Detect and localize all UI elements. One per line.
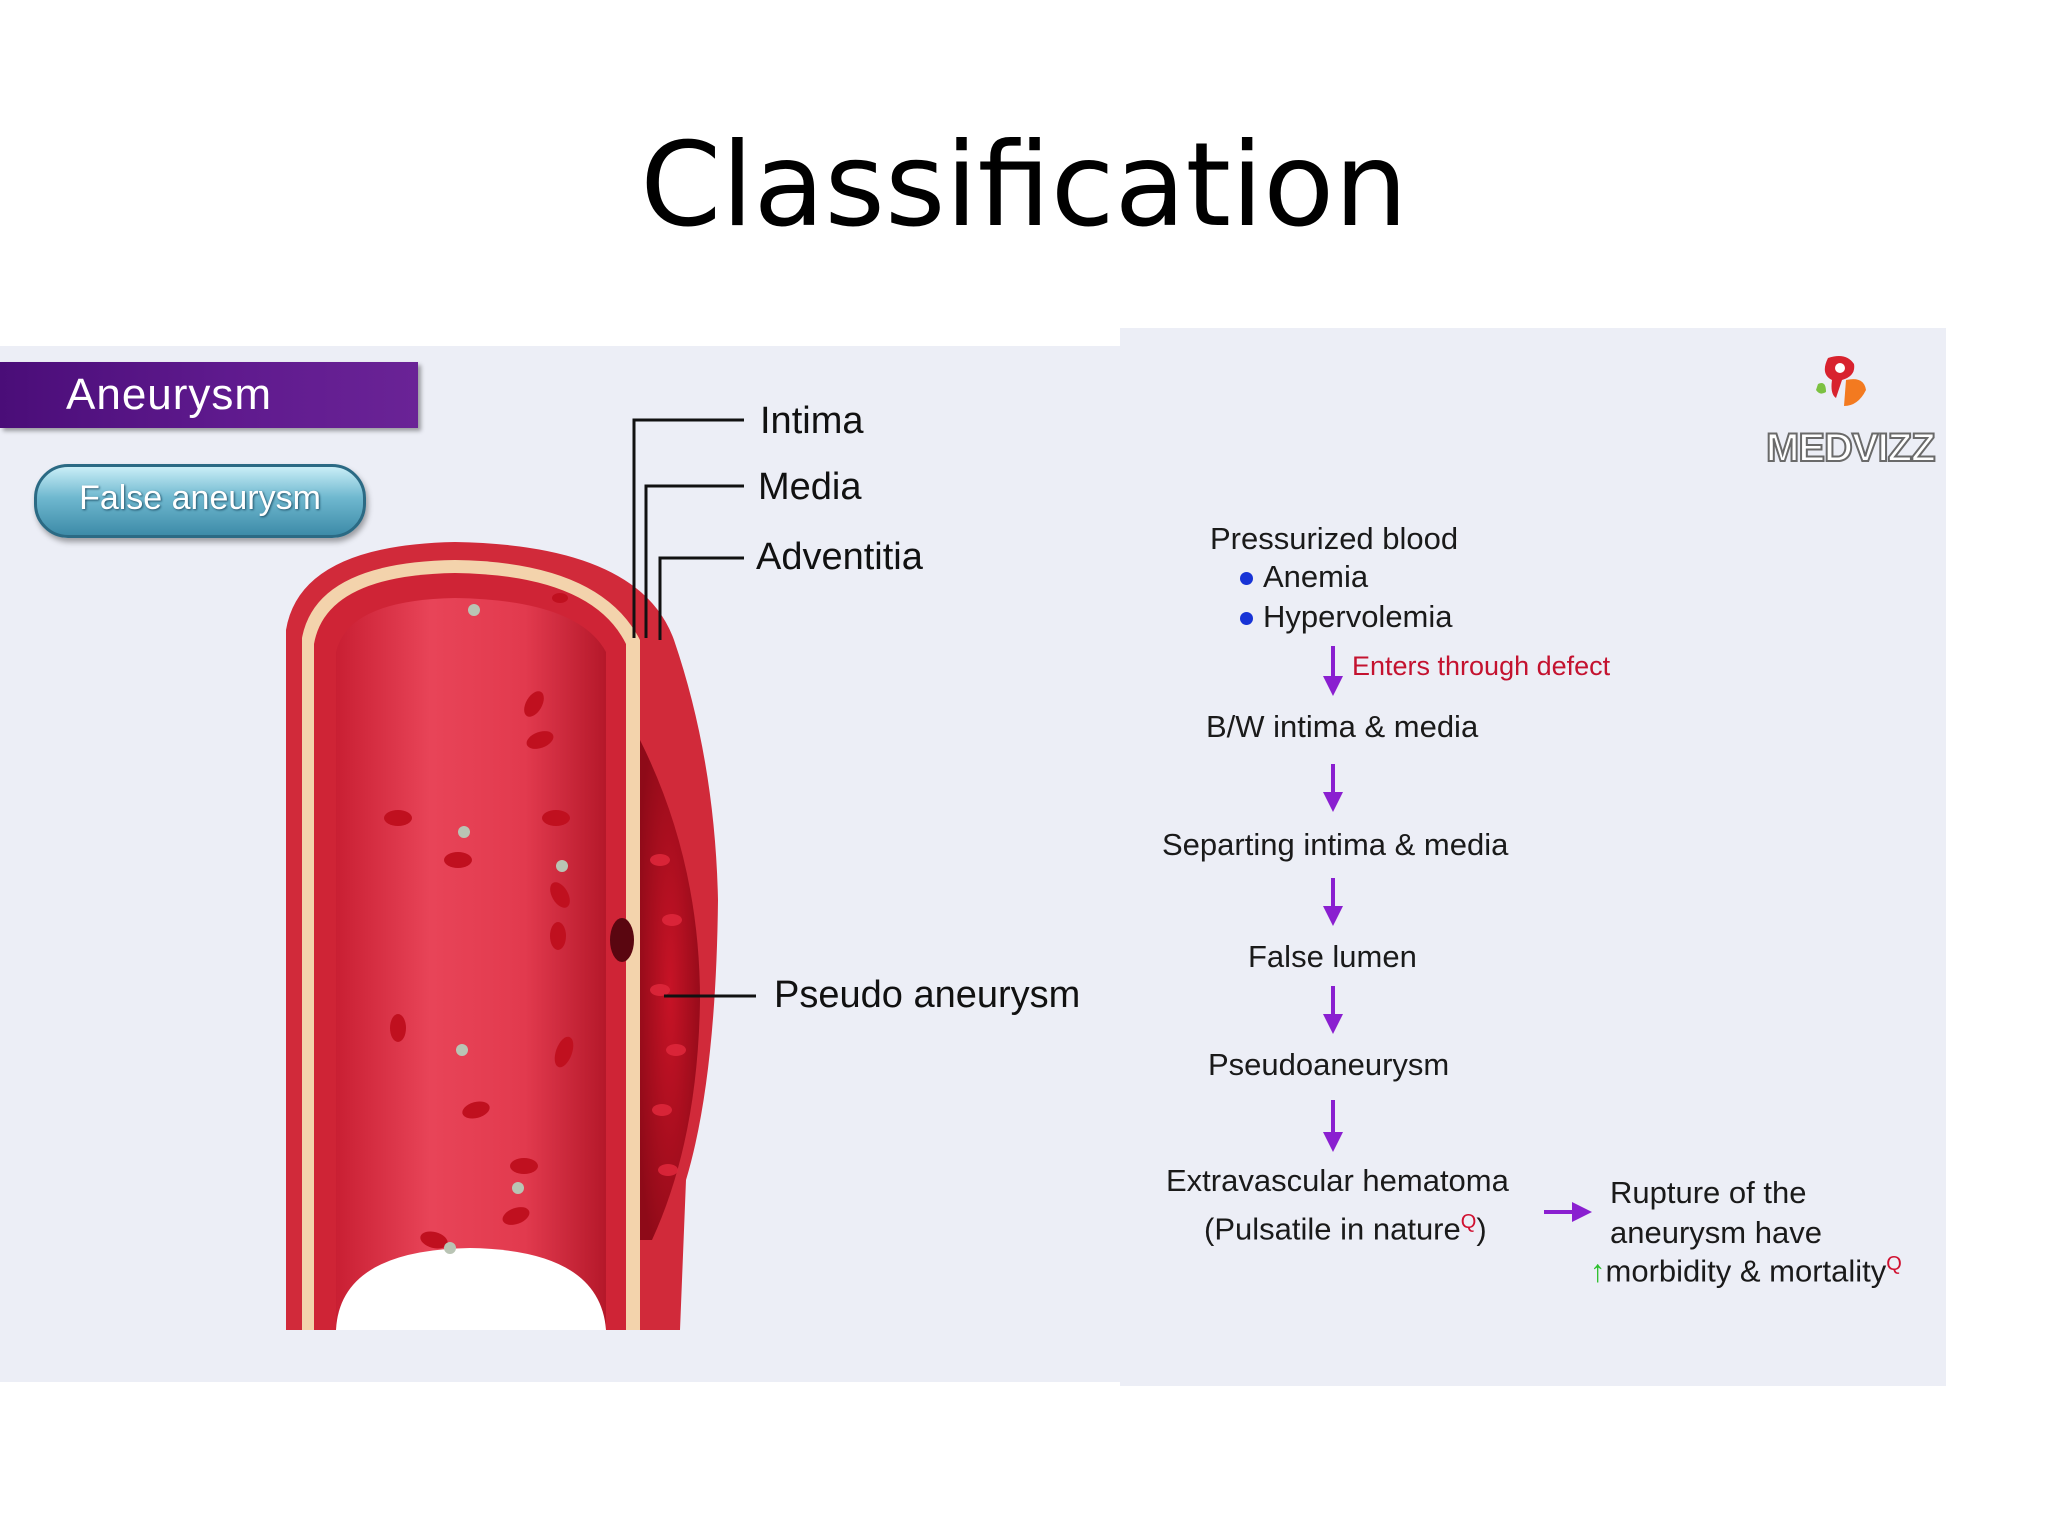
- rbc: [524, 691, 544, 717]
- pulsatile-close: ): [1476, 1211, 1487, 1247]
- rbc: [552, 593, 568, 603]
- intimal-defect: [610, 918, 634, 962]
- red-blood-cells: [384, 593, 574, 1249]
- flow-bullet-hypervolemia: Hypervolemia: [1240, 598, 1453, 637]
- rbc: [542, 810, 570, 826]
- flow-outcome-line1: Rupture of the: [1610, 1175, 1807, 1210]
- flow-outcome-line3: ↑morbidity & mortalityQ: [1590, 1252, 1902, 1291]
- leader-lines: [632, 418, 756, 998]
- down-arrow-icon: [1323, 646, 1343, 696]
- flow-note-enters-defect: Enters through defect: [1352, 651, 1611, 681]
- rbc: [510, 1158, 538, 1174]
- flow-step-false-lumen: False lumen: [1248, 939, 1417, 974]
- intima-leader: [632, 418, 744, 638]
- rbc: [384, 810, 412, 826]
- morbidity-text: morbidity & mortality: [1605, 1253, 1887, 1289]
- hypervolemia-text: Hypervolemia: [1263, 599, 1453, 634]
- flow-step-separating: Separting intima & media: [1162, 827, 1509, 862]
- adventitia-label: Adventitia: [756, 536, 923, 578]
- rbc: [550, 922, 566, 950]
- sac-rbc: [666, 1044, 686, 1056]
- medvizz-logo-text: MEDVIZZ: [1765, 425, 1937, 471]
- anemia-text: Anemia: [1263, 559, 1369, 594]
- sac-blood-cells: [650, 854, 686, 1176]
- platelets: [444, 604, 568, 1254]
- flow-step-bw-intima-media: B/W intima & media: [1206, 709, 1479, 744]
- platelet: [556, 860, 568, 872]
- sac-rbc: [650, 854, 670, 866]
- flow-step-hematoma: Extravascular hematoma: [1166, 1163, 1509, 1198]
- platelet: [512, 1182, 524, 1194]
- false-aneurysm-badge: False aneurysm: [34, 464, 366, 538]
- media-label: Media: [758, 466, 862, 508]
- rbc: [420, 1231, 448, 1249]
- media-leader: [644, 484, 744, 638]
- rbc: [390, 1014, 406, 1042]
- adventitia-leader: [658, 556, 744, 640]
- sac-rbc: [650, 984, 670, 996]
- pulsatile-text: (Pulsatile in nature: [1204, 1211, 1461, 1247]
- sac-rbc: [662, 914, 682, 926]
- vessel-opening: [336, 1248, 606, 1330]
- flow-step-pseudoaneurysm: Pseudoaneurysm: [1208, 1047, 1450, 1082]
- vessel-lumen: [336, 598, 606, 1330]
- up-arrow-icon: ↑: [1590, 1253, 1606, 1289]
- q-mark: Q: [1460, 1211, 1477, 1233]
- flowchart-panel: [1120, 328, 1946, 1386]
- platelet: [444, 1242, 456, 1254]
- right-arrow-icon: [1544, 1202, 1592, 1222]
- flow-bullet-anemia: Anemia: [1240, 558, 1368, 597]
- slide-title: Classification: [640, 118, 1408, 253]
- platelet: [456, 1044, 468, 1056]
- medvizz-logo-icon: [1816, 356, 1866, 406]
- sac-rbc: [658, 1164, 678, 1176]
- rbc: [550, 882, 570, 908]
- rbc: [526, 731, 554, 749]
- aneurysm-banner: Aneurysm: [0, 362, 418, 428]
- bullet-dot-icon: [1240, 572, 1253, 586]
- rbc: [444, 852, 472, 868]
- bullet-dot-icon: [1240, 612, 1253, 626]
- intima-label: Intima: [760, 400, 864, 442]
- down-arrow-icon: [1323, 878, 1343, 926]
- q-mark: Q: [1886, 1253, 1902, 1275]
- platelet: [458, 826, 470, 838]
- down-arrow-icon: [1323, 764, 1343, 812]
- rbc: [462, 1101, 490, 1119]
- flow-step-pulsatile: (Pulsatile in natureQ): [1204, 1210, 1487, 1249]
- flow-step-pressurized-blood: Pressurized blood: [1210, 521, 1459, 556]
- pseudo-aneurysm-label: Pseudo aneurysm: [774, 974, 1081, 1016]
- down-arrow-icon: [1323, 1100, 1343, 1152]
- rbc: [554, 1036, 574, 1068]
- sac-rbc: [652, 1104, 672, 1116]
- down-arrow-icon: [1323, 986, 1343, 1034]
- rbc: [502, 1207, 530, 1225]
- flow-outcome-line2: aneurysm have: [1610, 1215, 1822, 1250]
- platelet: [468, 604, 480, 616]
